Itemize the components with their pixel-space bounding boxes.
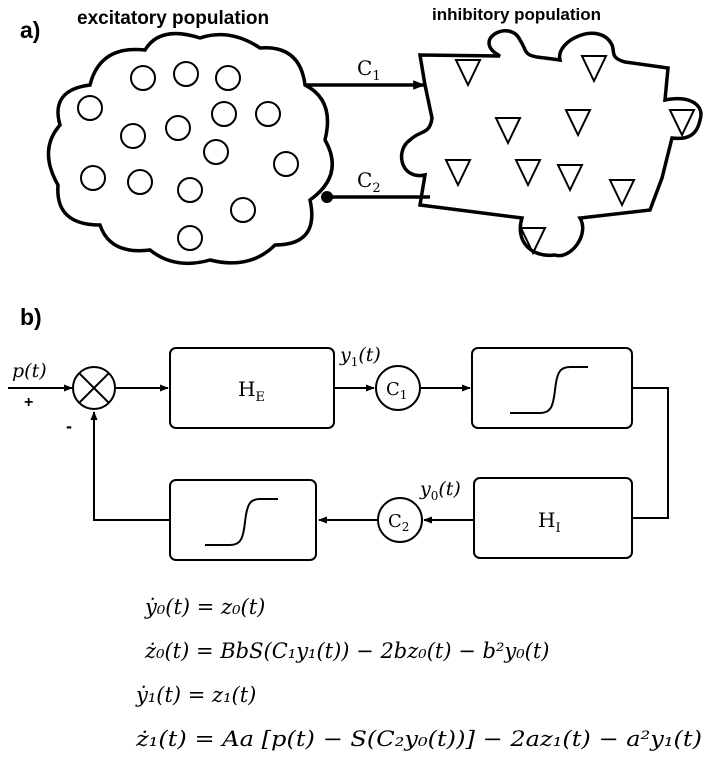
excitatory-cloud	[46, 31, 334, 266]
hi-block	[473, 477, 633, 559]
inhibitory-neuron	[514, 159, 542, 188]
excitatory-neuron	[215, 65, 241, 91]
excitatory-neuron	[127, 169, 153, 195]
inhibitory-neuron	[580, 55, 608, 84]
panel-a-label: a)	[20, 17, 40, 43]
excitatory-neuron	[255, 101, 281, 127]
loop-right-line	[632, 387, 669, 519]
excitatory-neurons	[77, 61, 299, 251]
excitatory-neuron	[173, 61, 199, 87]
inhibitory-neuron	[519, 227, 547, 256]
c2-label-a: C2	[357, 168, 381, 196]
loop-left-line	[90, 411, 170, 521]
inhibitory-title: inhibitory population	[432, 5, 601, 24]
input-label: p(t)	[12, 360, 47, 382]
summing-junction	[72, 366, 116, 410]
inhibitory-neuron	[668, 109, 696, 138]
c1-gain-label: C1	[386, 379, 407, 402]
sigmoid-block-top	[471, 347, 633, 429]
inhibitory-neuron	[556, 164, 584, 193]
excitatory-neuron	[273, 151, 299, 177]
minus-sign: -	[66, 416, 72, 436]
he-label: HE	[238, 377, 265, 405]
excitatory-neuron	[177, 225, 203, 251]
c2-connection-dot	[321, 191, 333, 203]
inhibitory-neuron	[494, 117, 522, 146]
y1-label: y1(t)	[339, 344, 381, 369]
y0-label: y0(t)	[419, 478, 461, 503]
excitatory-neuron	[177, 177, 203, 203]
equation-1: ẏ₀(t) = z₀(t)	[144, 595, 265, 619]
equation-2: ż₀(t) = BbS(C₁y₁(t)) − 2bz₀(t) − b²y₀(t)	[144, 639, 549, 663]
excitatory-neuron	[165, 115, 191, 141]
equation-4: ż₁(t) = Aa [p(t) − S(C₂y₀(t))] − 2az₁(t)…	[135, 727, 702, 751]
hi-label: HI	[538, 508, 561, 536]
excitatory-neuron	[80, 165, 106, 191]
c2-gain-label: C2	[388, 511, 409, 534]
sigmoid-block-bottom	[169, 479, 317, 561]
inhibitory-neuron	[454, 59, 482, 88]
inhibitory-puzzle	[399, 29, 703, 258]
excitatory-neuron	[77, 95, 103, 121]
panel-b-label: b)	[20, 304, 42, 330]
inhibitory-neuron	[444, 159, 472, 188]
plus-sign: +	[24, 394, 33, 411]
excitatory-neuron	[203, 139, 229, 165]
inhibitory-neuron	[608, 179, 636, 208]
excitatory-neuron	[120, 123, 146, 149]
c1-label-a: C1	[357, 56, 381, 84]
sigmoid-curve-bottom	[205, 498, 278, 546]
equations: ẏ₀(t) = z₀(t) ż₀(t) = BbS(C₁y₁(t)) − 2bz…	[135, 595, 702, 751]
excitatory-title: excitatory population	[77, 8, 269, 29]
excitatory-neuron	[130, 65, 156, 91]
equation-3: ẏ₁(t) = z₁(t)	[135, 683, 256, 707]
inhibitory-neuron	[564, 109, 592, 138]
sigmoid-curve-top	[510, 366, 588, 414]
inhibitory-neurons	[444, 55, 696, 256]
excitatory-neuron	[230, 197, 256, 223]
excitatory-neuron	[211, 101, 237, 127]
